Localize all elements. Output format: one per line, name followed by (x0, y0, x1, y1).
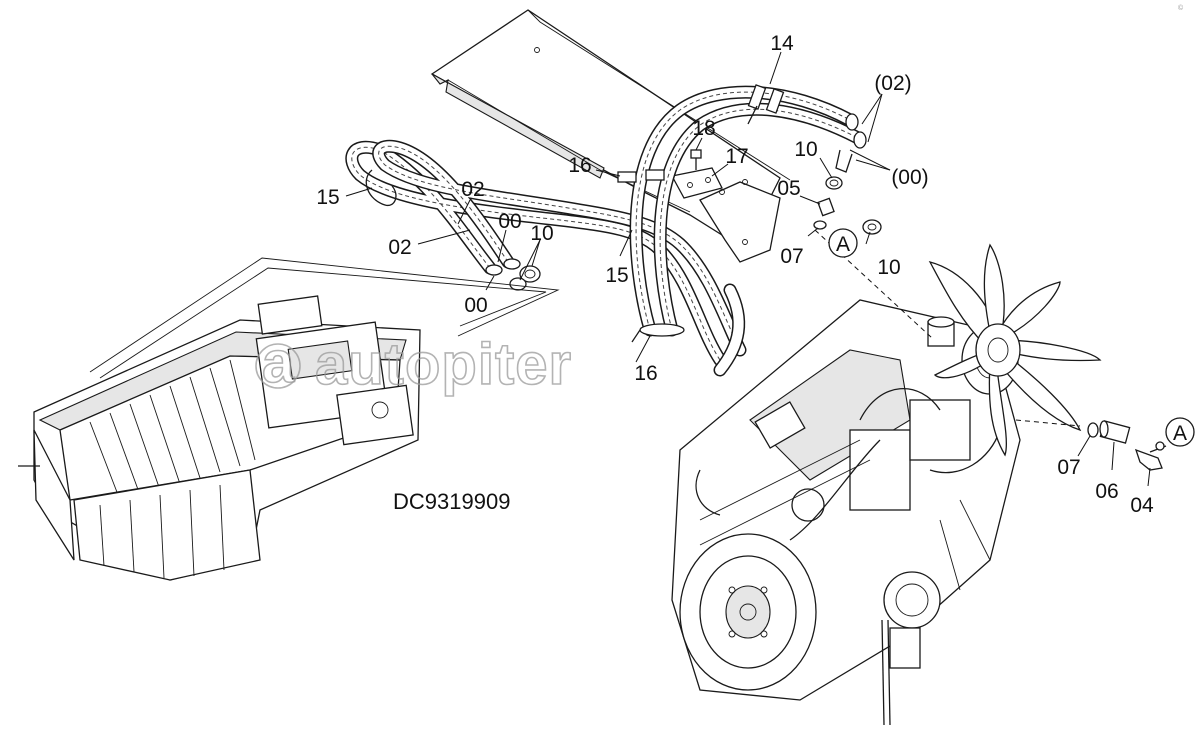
callout-labels: 14 (02) (00) 10 18 17 16 15 02 02 00 00 … (316, 32, 1154, 517)
dashed-outline (89, 257, 560, 379)
reference-marker-a-top: A (828, 228, 858, 258)
routing-lines (814, 229, 1081, 427)
callout-10-top: 10 (794, 138, 817, 161)
callout-14: 14 (770, 32, 794, 55)
reference-marker-a-right: A (1165, 417, 1195, 447)
corner-mark: © (1178, 4, 1184, 12)
callout-05: 05 (777, 177, 800, 200)
callout-15-mid: 15 (605, 264, 628, 287)
callout-06: 06 (1095, 480, 1118, 503)
cooling-fan (928, 243, 1102, 457)
callout-00-b: 00 (464, 294, 487, 317)
callout-04: 04 (1130, 494, 1154, 517)
watermark: a autopiter (255, 329, 572, 398)
callout-10-mid: 10 (530, 222, 553, 245)
clamp-15-left (365, 169, 397, 207)
heater-unit (18, 295, 421, 581)
heater-hoses (345, 85, 867, 377)
clip-14 (747, 84, 785, 125)
callout-16-low: 16 (634, 362, 657, 385)
clamp-16-top (617, 169, 665, 183)
callout-16-top: 16 (568, 154, 591, 177)
callout-02-b: 02 (388, 236, 411, 259)
fittings-top (813, 149, 882, 235)
watermark-a: a (262, 330, 295, 395)
callout-02-top: (02) (874, 72, 911, 95)
callout-15-top: 15 (316, 186, 339, 209)
watermark-text: autopiter (315, 332, 572, 397)
callout-07-top: 07 (780, 245, 803, 268)
drawing-code: DC9319909 (393, 489, 510, 514)
callout-18: 18 (692, 117, 715, 140)
callout-10-low: 10 (877, 256, 900, 279)
callout-17: 17 (725, 145, 748, 168)
callout-00-top: (00) (891, 166, 928, 189)
leader-lines (345, 51, 1151, 487)
bracket-plate-17 (671, 167, 723, 199)
marker-a-right-label: A (1173, 422, 1187, 445)
clamp-16-low (631, 323, 685, 343)
fittings-right (1087, 420, 1167, 471)
marker-a-top-label: A (836, 233, 850, 256)
callout-00-a: 00 (498, 210, 521, 233)
engine-assembly (671, 299, 1021, 726)
callout-07-right: 07 (1057, 456, 1080, 479)
callout-02-a: 02 (461, 178, 484, 201)
